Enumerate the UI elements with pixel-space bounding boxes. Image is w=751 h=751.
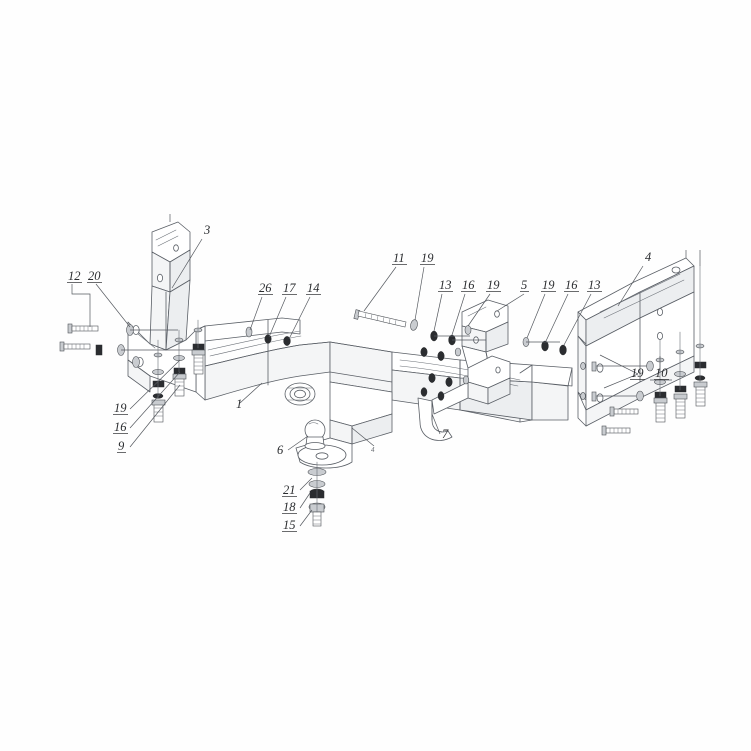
callout-19: 19 bbox=[486, 278, 501, 292]
callout-label-text: 19 bbox=[542, 278, 555, 292]
callout-label-text: 10 bbox=[655, 366, 668, 380]
callout-label-text: 19 bbox=[421, 251, 434, 265]
callout-label-text: 19 bbox=[631, 366, 644, 380]
callout-label-text: 11 bbox=[393, 251, 405, 265]
callout-9: 9 bbox=[117, 439, 126, 453]
callout-label-text: 13 bbox=[588, 278, 601, 292]
callout-19: 19 bbox=[113, 401, 128, 415]
callout-label-text: 6 bbox=[277, 443, 284, 457]
callout-19: 19 bbox=[630, 366, 645, 380]
callout-label-text: 1 bbox=[236, 397, 242, 411]
callout-12: 12 bbox=[67, 269, 82, 283]
callout-label-text: 9 bbox=[118, 439, 125, 453]
callout-4: 4 bbox=[645, 250, 651, 264]
callout-label-text: 15 bbox=[283, 518, 296, 532]
callout-label-text: 17 bbox=[283, 281, 296, 295]
hitch-tongue-assembly bbox=[295, 381, 393, 469]
towball-fastener-stack bbox=[307, 461, 327, 527]
callout-label-text: 21 bbox=[283, 483, 296, 497]
callout-label-text: 20 bbox=[88, 269, 101, 283]
callout-label-text: 12 bbox=[68, 269, 81, 283]
callout-4-small: 4 bbox=[371, 446, 375, 454]
fastener-group-right-bracket bbox=[580, 360, 654, 436]
callout-21: 21 bbox=[282, 483, 297, 497]
long-bolt-assembly bbox=[353, 309, 418, 331]
callout-label-text: 16 bbox=[565, 278, 578, 292]
callout-20: 20 bbox=[87, 269, 102, 283]
callout-label-text: 19 bbox=[114, 401, 127, 415]
callout-label-text: 7 bbox=[442, 427, 449, 441]
callout-label-text: 4 bbox=[645, 250, 651, 264]
callout-7: 7 bbox=[442, 427, 449, 441]
callout-17: 17 bbox=[282, 281, 297, 295]
callout-26: 26 bbox=[258, 281, 273, 295]
fastener-row-center-top bbox=[420, 325, 567, 401]
fastener-stack-right bbox=[653, 265, 708, 423]
leader-lines bbox=[71, 238, 672, 527]
callout-6: 6 bbox=[277, 443, 284, 457]
callout-16: 16 bbox=[113, 420, 128, 434]
callout-18: 18 bbox=[282, 500, 297, 514]
callout-label-text: 26 bbox=[259, 281, 272, 295]
callout-15: 15 bbox=[282, 518, 297, 532]
callout-13: 13 bbox=[438, 278, 453, 292]
pointer-ticks: 4 bbox=[169, 214, 701, 454]
callout-5: 5 bbox=[520, 278, 529, 292]
main-cross-beam bbox=[195, 317, 393, 406]
callout-13: 13 bbox=[587, 278, 602, 292]
callout-16: 16 bbox=[461, 278, 476, 292]
fastener-group-left-horizontal bbox=[59, 323, 200, 368]
callout-label-text: 19 bbox=[487, 278, 500, 292]
callout-label-text: 16 bbox=[114, 420, 127, 434]
callout-19: 19 bbox=[541, 278, 556, 292]
callout-19: 19 bbox=[420, 251, 435, 265]
callout-16: 16 bbox=[564, 278, 579, 292]
callout-label-text: 18 bbox=[283, 500, 296, 514]
callout-3: 3 bbox=[203, 223, 210, 237]
callout-label-text: 5 bbox=[521, 278, 527, 292]
center-support-plate bbox=[431, 355, 511, 415]
callout-label-text: 16 bbox=[462, 278, 475, 292]
callout-label-text: 14 bbox=[307, 281, 320, 295]
callout-label-text: 3 bbox=[203, 223, 210, 237]
callout-1: 1 bbox=[236, 397, 242, 411]
fastener-stack-left bbox=[151, 319, 206, 423]
callout-14: 14 bbox=[306, 281, 321, 295]
callout-11: 11 bbox=[392, 251, 407, 265]
callout-10: 10 bbox=[654, 366, 669, 380]
callout-label-text: 13 bbox=[439, 278, 452, 292]
